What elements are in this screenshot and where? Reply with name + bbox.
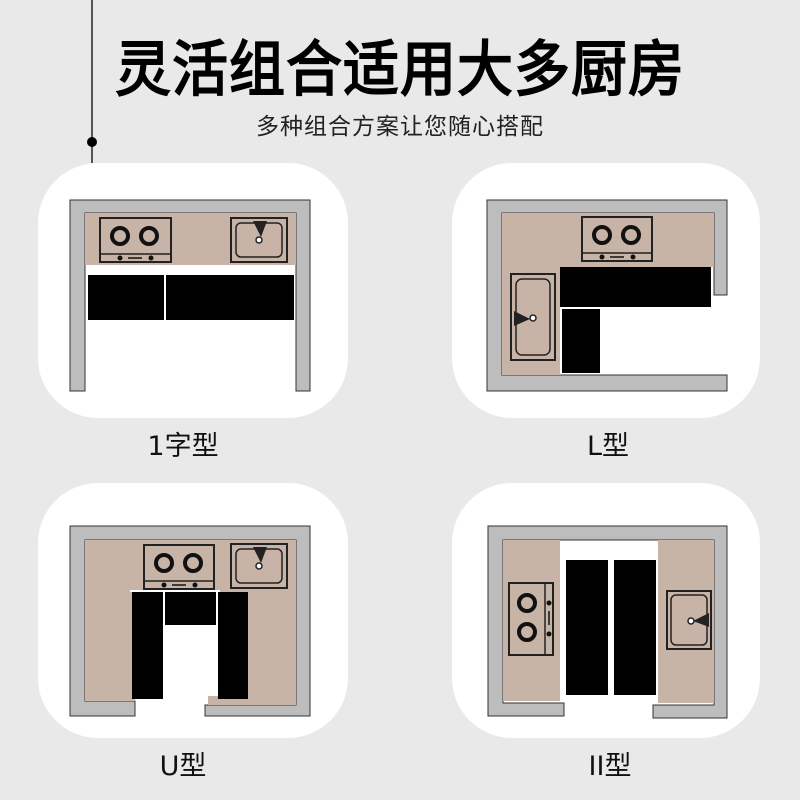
decorative-dot bbox=[87, 137, 97, 147]
cabinet bbox=[166, 275, 294, 320]
layout-card-u-shape bbox=[38, 483, 348, 738]
stove-icon bbox=[99, 217, 172, 263]
page-title: 灵活组合适用大多厨房 bbox=[0, 24, 800, 105]
page-subtitle: 多种组合方案让您随心搭配 bbox=[256, 114, 544, 140]
floorplan-one-line bbox=[69, 199, 311, 392]
layout-label-l-shape: L型 bbox=[586, 431, 630, 462]
sink-icon bbox=[230, 543, 288, 589]
layout-label-u-shape: U型 bbox=[159, 751, 207, 782]
layout-label-ii-shape: II型 bbox=[588, 751, 632, 782]
stove-icon bbox=[581, 216, 653, 262]
cabinet bbox=[165, 592, 216, 625]
cabinet bbox=[218, 592, 248, 699]
stove-icon bbox=[143, 544, 215, 590]
sink-icon bbox=[666, 590, 712, 650]
floorplan-ii-shape bbox=[487, 525, 728, 719]
cabinet bbox=[560, 267, 711, 307]
page-title-text: 灵活组合适用大多厨房 bbox=[115, 34, 685, 105]
floorplan-u-shape bbox=[69, 525, 311, 717]
sink-icon bbox=[230, 217, 288, 263]
cabinet bbox=[132, 592, 163, 699]
layout-label-one-line: 1字型 bbox=[147, 431, 219, 462]
cabinet bbox=[88, 275, 164, 320]
layout-card-ii-shape bbox=[452, 483, 760, 738]
cabinet bbox=[566, 560, 608, 695]
stove-icon bbox=[508, 582, 554, 656]
layout-card-l-shape bbox=[452, 163, 760, 418]
floorplan-l-shape bbox=[486, 199, 728, 392]
decorative-vertical-line bbox=[91, 0, 93, 163]
cabinet bbox=[562, 309, 600, 373]
sink-icon bbox=[510, 273, 556, 361]
cabinet bbox=[614, 560, 656, 695]
layout-card-one-line bbox=[38, 163, 348, 418]
